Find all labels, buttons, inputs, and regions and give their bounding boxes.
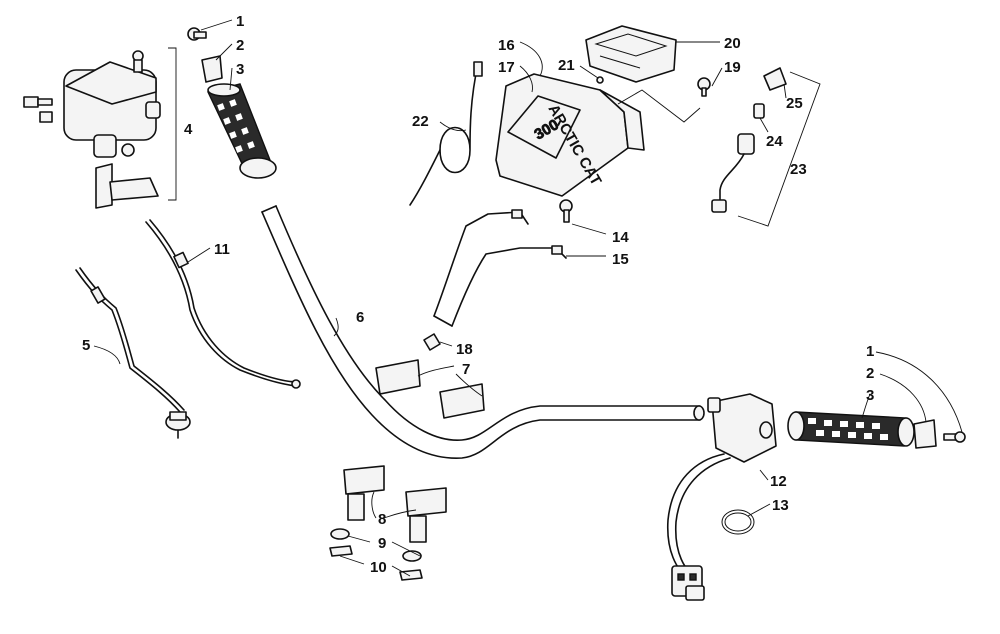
callout-13: 13 xyxy=(772,497,789,514)
callout-2-left: 2 xyxy=(236,37,244,54)
callout-2-right: 2 xyxy=(866,365,874,382)
callout-3-left: 3 xyxy=(236,61,244,78)
callout-14: 14 xyxy=(612,229,629,246)
callout-numbers: 1 2 3 4 5 6 7 8 9 10 11 1 2 3 12 13 14 1… xyxy=(82,13,874,576)
switch-harness xyxy=(711,133,755,213)
switch-knob xyxy=(763,67,787,91)
nut xyxy=(329,545,423,581)
callout-23: 23 xyxy=(790,161,807,178)
brake-cable xyxy=(145,219,301,389)
right-grip-end-cap xyxy=(913,419,937,449)
callout-12: 12 xyxy=(770,473,787,490)
right-switch-housing xyxy=(707,393,777,463)
mount-bracket xyxy=(433,209,567,327)
left-grip-screw xyxy=(187,27,207,41)
mount-screw xyxy=(697,77,711,97)
speedometer xyxy=(585,25,677,83)
callout-11: 11 xyxy=(214,241,230,258)
callout-16: 16 xyxy=(498,37,515,54)
washer xyxy=(330,528,422,562)
callout-7: 7 xyxy=(462,361,470,378)
handlebar-clamp-block xyxy=(343,465,447,543)
callout-21: 21 xyxy=(558,57,575,74)
left-grip-end-cap xyxy=(201,55,223,83)
harness-clip xyxy=(721,509,755,535)
throttle-lever xyxy=(95,163,159,209)
callout-1-right: 1 xyxy=(866,343,874,360)
callout-9: 9 xyxy=(378,535,386,552)
right-grip xyxy=(787,411,915,447)
callout-24: 24 xyxy=(766,133,783,150)
speedometer-screw xyxy=(596,76,604,84)
callout-20: 20 xyxy=(724,35,741,52)
callout-1-left: 1 xyxy=(236,13,244,30)
wiring-harness xyxy=(666,453,731,601)
left-grip xyxy=(207,83,277,179)
leader-lines xyxy=(93,19,963,577)
callout-22: 22 xyxy=(412,113,429,130)
handlebar-cap xyxy=(375,359,485,419)
handlebar xyxy=(261,205,705,459)
throttle-cable xyxy=(75,267,191,439)
callout-5: 5 xyxy=(82,337,90,354)
bracket-bolt xyxy=(559,199,573,223)
callout-10: 10 xyxy=(370,559,387,576)
callout-8: 8 xyxy=(378,511,386,528)
callout-4: 4 xyxy=(184,121,193,138)
callout-17: 17 xyxy=(498,59,515,76)
callout-19: 19 xyxy=(724,59,741,76)
callout-3-right: 3 xyxy=(866,387,874,404)
right-grip-screw xyxy=(943,431,966,443)
callout-18: 18 xyxy=(456,341,473,358)
speedometer-cable xyxy=(409,61,483,206)
callout-25: 25 xyxy=(786,95,803,112)
switch-bulb xyxy=(753,103,765,119)
callout-15: 15 xyxy=(612,251,629,268)
callout-6: 6 xyxy=(356,309,364,326)
throttle-housing xyxy=(23,50,161,158)
retainer-clip xyxy=(423,333,441,351)
instrument-pod-cover: ARCTIC CAT 300 xyxy=(495,73,645,197)
